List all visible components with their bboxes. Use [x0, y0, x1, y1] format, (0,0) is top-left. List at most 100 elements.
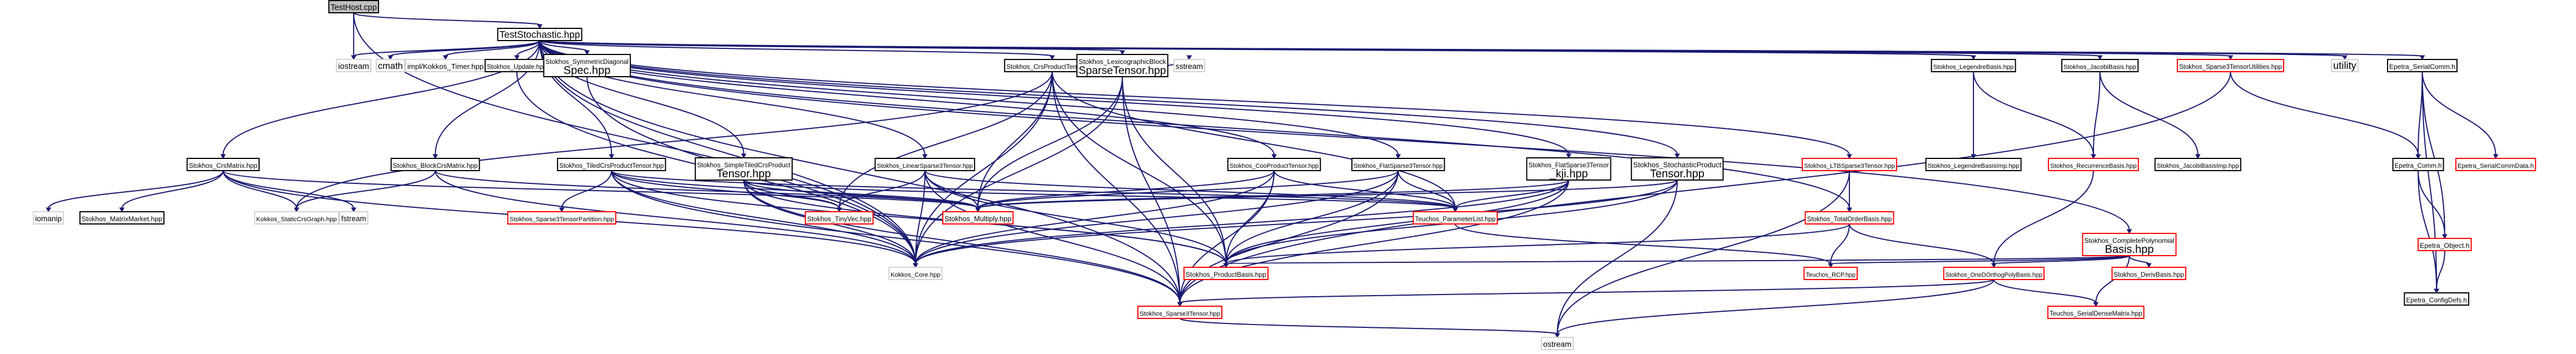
header-node[interactable]: Stokhos_MatrixMarket.hpp	[79, 211, 165, 225]
header-node[interactable]: Stokhos_FlatSparse3Tensor.hpp	[1351, 158, 1445, 171]
dependency-edge	[2418, 170, 2445, 236]
header-node[interactable]: Stokhos_RecurrenceBasis.hpp	[2047, 158, 2139, 171]
header-node[interactable]: Stokhos_Sparse3TensorPartition.hpp	[507, 211, 616, 225]
edge-arrowhead	[922, 154, 928, 159]
dependency-edge	[611, 170, 916, 265]
header-node[interactable]: TestStochastic.hpp	[497, 28, 583, 41]
node-label: Stokhos_Sparse3TensorUtilities.hpp	[2179, 64, 2282, 71]
node-label: Epetra_Object.h	[2420, 242, 2470, 250]
node-box	[556, 158, 667, 171]
node-label: Stokhos_TotalOrderBasis.hpp	[1807, 216, 1892, 223]
dependency-edge	[743, 180, 840, 209]
dependency-edge	[2421, 71, 2438, 290]
edge-arrowhead	[1271, 154, 1277, 159]
header-node[interactable]: Epetra_ConfigDefs.h	[2404, 292, 2469, 306]
node-label: Stokhos_Multiply.hpp	[944, 215, 1011, 223]
header-node[interactable]: Stokhos_LexicographicBlockSparseTensor.h…	[1076, 54, 1168, 77]
node-label: Stokhos_LinearSparse3Tensor.hpp	[877, 163, 973, 169]
header-node[interactable]: Stokhos_LTBSparse3Tensor.hpp	[1802, 158, 1897, 171]
dependency-edge	[1556, 279, 1995, 335]
header-node[interactable]: Stokhos_JacobiBasis.hpp	[2061, 59, 2139, 72]
edge-arrowhead	[975, 207, 981, 213]
edge-arrowhead	[2090, 154, 2096, 159]
node-box	[497, 28, 583, 41]
edge-arrowhead	[836, 207, 842, 213]
node-label: TestHost.cpp	[331, 3, 377, 12]
dependency-edge	[977, 180, 1678, 209]
header-node[interactable]: Stokhos_Update.hpp	[484, 59, 549, 72]
node-box	[390, 158, 480, 171]
header-node[interactable]: Epetra_Comm.h	[2392, 158, 2444, 171]
header-node[interactable]: Stokhos_TotalOrderBasis.hpp	[1804, 211, 1894, 225]
dependency-edge	[2418, 71, 2423, 156]
node-box	[1804, 211, 1894, 225]
node-label: Stokhos_CompletePolynomial	[2085, 237, 2175, 245]
node-label: Epetra_SerialCommData.h	[2458, 163, 2534, 169]
edge-arrowhead	[1186, 55, 1192, 61]
header-node[interactable]: Epetra_Object.h	[2418, 238, 2472, 251]
header-node[interactable]: Epetra_SerialCommData.h	[2455, 158, 2537, 171]
node-box	[1540, 337, 1574, 350]
node-label: Stokhos_BlockCrsMatrix.hpp	[393, 162, 478, 169]
edge-arrowhead	[609, 154, 614, 159]
dependency-edge	[539, 40, 2130, 231]
header-node[interactable]: Stokhos_FlatSparse3Tensor_kji.hpp	[1526, 157, 1612, 181]
header-node[interactable]: Stokhos_ProductBasis.hpp	[1183, 267, 1269, 280]
header-node[interactable]: Stokhos_BlockCrsMatrix.hpp	[390, 158, 480, 171]
header-node[interactable]: Stokhos_LegendreBasis.hpp	[1931, 59, 2016, 72]
header-node: iostream	[336, 59, 372, 72]
node-box	[375, 59, 405, 72]
dependency-edge	[539, 40, 2423, 57]
node-label: fstream	[341, 215, 366, 223]
node-box	[2061, 59, 2139, 72]
edge-arrowhead	[351, 207, 357, 213]
node-label: Stokhos_TiledCrsProductTensor.hpp	[559, 162, 664, 169]
header-node[interactable]: Stokhos_DerivBasis.hpp	[2111, 267, 2186, 280]
edge-arrowhead	[584, 50, 590, 56]
node-box	[543, 54, 631, 77]
node-box	[2111, 267, 2186, 280]
header-node[interactable]: Stokhos_JacobiBasisImp.hpp	[2154, 158, 2241, 171]
header-node[interactable]: Stokhos_Sparse3Tensor.hpp	[1137, 306, 1223, 319]
node-label: Tensor.hpp	[717, 168, 771, 180]
header-node[interactable]: Stokhos_OneDOrthogPolyBasis.hpp	[1943, 267, 2045, 280]
edge-arrowhead	[2126, 229, 2132, 235]
edge-arrowhead	[1847, 207, 1852, 213]
node-label: Teuchos_ParameterList.hpp	[1415, 216, 1496, 223]
dependency-edge	[1830, 223, 1850, 265]
header-node[interactable]: Teuchos_RCP.hpp	[1803, 267, 1858, 280]
dependency-edge	[121, 170, 224, 209]
header-node[interactable]: Stokhos_LegendreBasisImp.hpp	[1925, 158, 2022, 171]
header-node[interactable]: Teuchos_ParameterList.hpp	[1413, 211, 1498, 225]
header-node[interactable]: Stokhos_Sparse3TensorUtilities.hpp	[2176, 59, 2285, 72]
node-box	[2455, 158, 2537, 171]
edge-arrowhead	[432, 154, 438, 159]
header-node[interactable]: Stokhos_CrsMatrix.hpp	[186, 158, 260, 171]
node-box	[2047, 158, 2139, 171]
dependency-edge	[1051, 71, 1227, 265]
dependency-edge	[838, 71, 1053, 209]
edge-arrowhead	[2419, 55, 2425, 61]
header-node: Kokkos_StaticCrsGraph.hpp	[253, 211, 339, 225]
node-label: Stokhos_LegendreBasis.hpp	[1933, 64, 2014, 71]
header-node[interactable]: Epetra_SerialComm.h	[2387, 59, 2458, 72]
header-node[interactable]: Teuchos_SerialDenseMatrix.hpp	[2047, 306, 2145, 319]
header-node[interactable]: Stokhos_LinearSparse3Tensor.hpp	[874, 158, 976, 171]
dependency-edge	[2230, 71, 2419, 156]
header-node: fstream	[339, 211, 369, 225]
header-node[interactable]: Stokhos_Multiply.hpp	[942, 211, 1014, 225]
header-node[interactable]: Stokhos_CrsProductTensor.hpp	[1004, 59, 1101, 72]
header-node: iomanip	[33, 211, 64, 225]
node-box	[2392, 158, 2444, 171]
dependency-edge	[1051, 71, 1181, 303]
dependency-edge	[1225, 223, 1850, 265]
header-node[interactable]: Stokhos_TinyVec.hpp	[804, 211, 874, 225]
dependency-edge	[611, 170, 1181, 303]
header-node[interactable]: Stokhos_TiledCrsProductTensor.hpp	[556, 158, 667, 171]
node-label: Teuchos_SerialDenseMatrix.hpp	[2050, 311, 2142, 317]
header-node[interactable]: Stokhos_CooProductTensor.hpp	[1227, 158, 1321, 171]
